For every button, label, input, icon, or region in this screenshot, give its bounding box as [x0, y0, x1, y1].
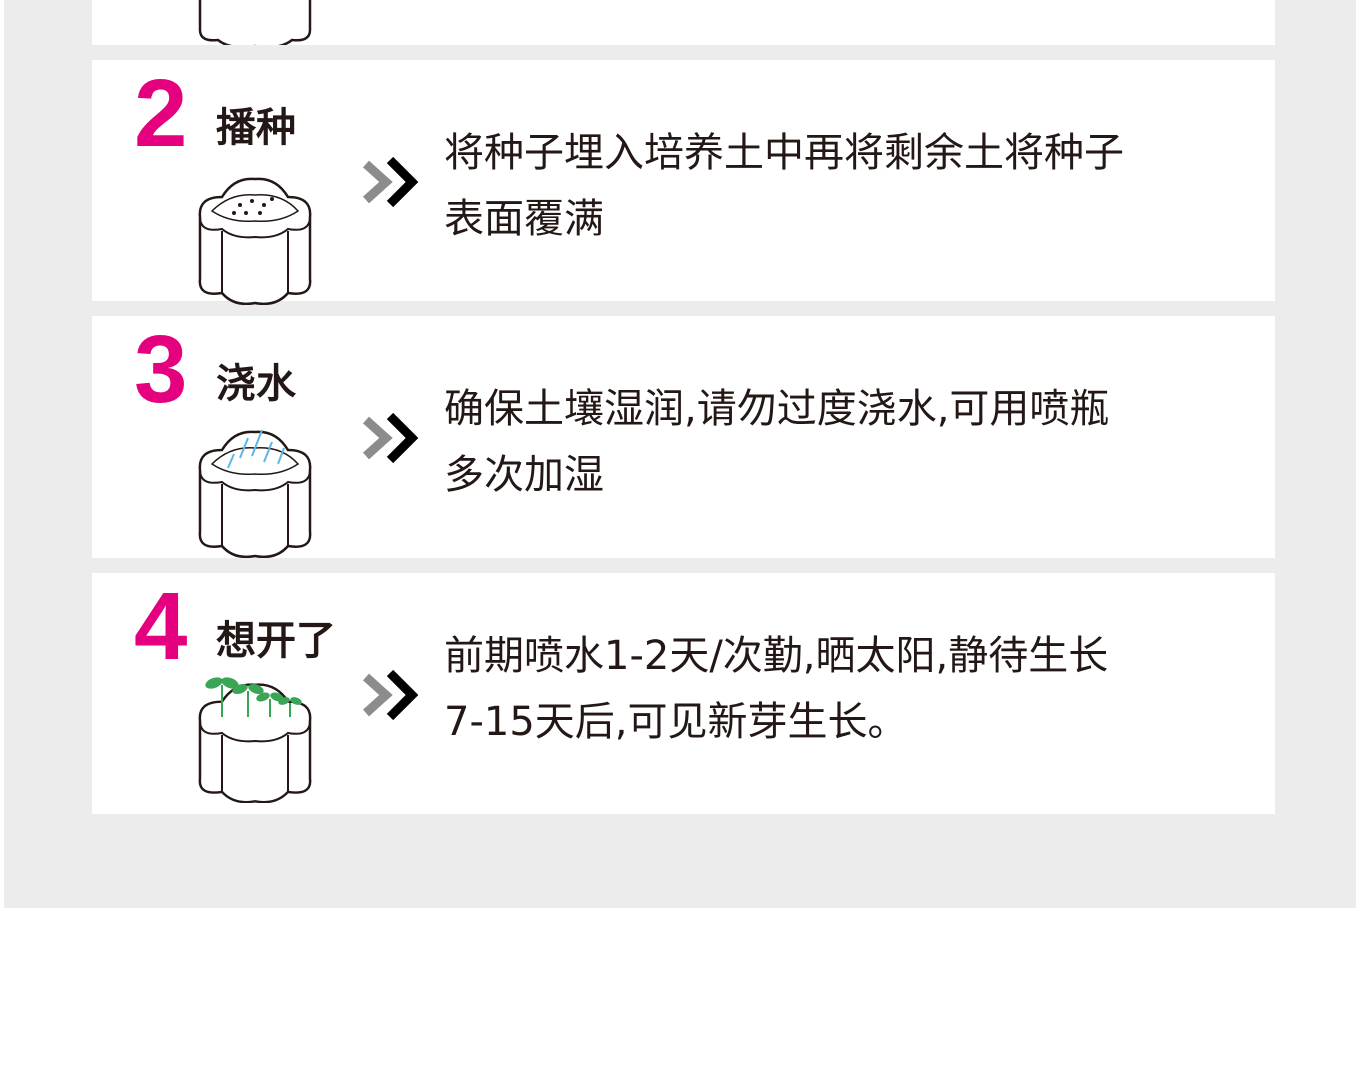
- step-description: 将种子埋入培养土中再将剩余土将种子 表面覆满: [444, 120, 1244, 252]
- pot-with-seeds-icon: [198, 177, 312, 305]
- step-card-2: 2 播种 将种子埋入培养土中再将剩余土将种子 表面覆满: [92, 60, 1275, 305]
- description-line: 多次加湿: [444, 452, 604, 498]
- description-line: 表面覆满: [444, 196, 604, 242]
- description-line: 7-15天后,可见新芽生长。: [444, 699, 908, 745]
- description-line: 将种子埋入培养土中再将剩余土将种子: [444, 130, 1124, 176]
- double-chevron-right-icon: [362, 669, 419, 721]
- step-title: 播种: [216, 105, 296, 151]
- description-line: 前期喷水1-2天/次勤,晒太阳,静待生长: [444, 633, 1109, 679]
- step-title: 浇水: [216, 361, 296, 407]
- double-chevron-right-icon: [362, 412, 419, 464]
- step-card-3: 3 浇水 确保土壤湿润,请勿过度浇水,可用喷瓶 多次加湿: [92, 316, 1275, 558]
- description-line: 确保土壤湿润,请勿过度浇水,可用喷瓶: [444, 386, 1110, 432]
- step-title: 想开了: [216, 618, 336, 664]
- pot-watering-icon: [198, 429, 312, 558]
- pot-sprouts-icon: [198, 677, 312, 803]
- step-description: 确保土壤湿润,请勿过度浇水,可用喷瓶 多次加湿: [444, 376, 1244, 508]
- step-number: 4: [134, 573, 187, 680]
- steps-panel: 2 播种 将种子埋入培养土中再将剩余土将种子 表面覆满 3 浇水: [4, 0, 1356, 908]
- step-description: 前期喷水1-2天/次勤,晒太阳,静待生长 7-15天后,可见新芽生长。: [444, 623, 1244, 755]
- pot-icon: [198, 0, 312, 45]
- step-card-1-partial: [92, 0, 1275, 45]
- step-number: 2: [134, 60, 187, 167]
- step-card-4: 4 想开了 前期喷水1-2天/次勤,晒太阳,静待生长 7-15天后: [92, 573, 1275, 814]
- double-chevron-right-icon: [362, 156, 419, 208]
- step-number: 3: [134, 316, 187, 423]
